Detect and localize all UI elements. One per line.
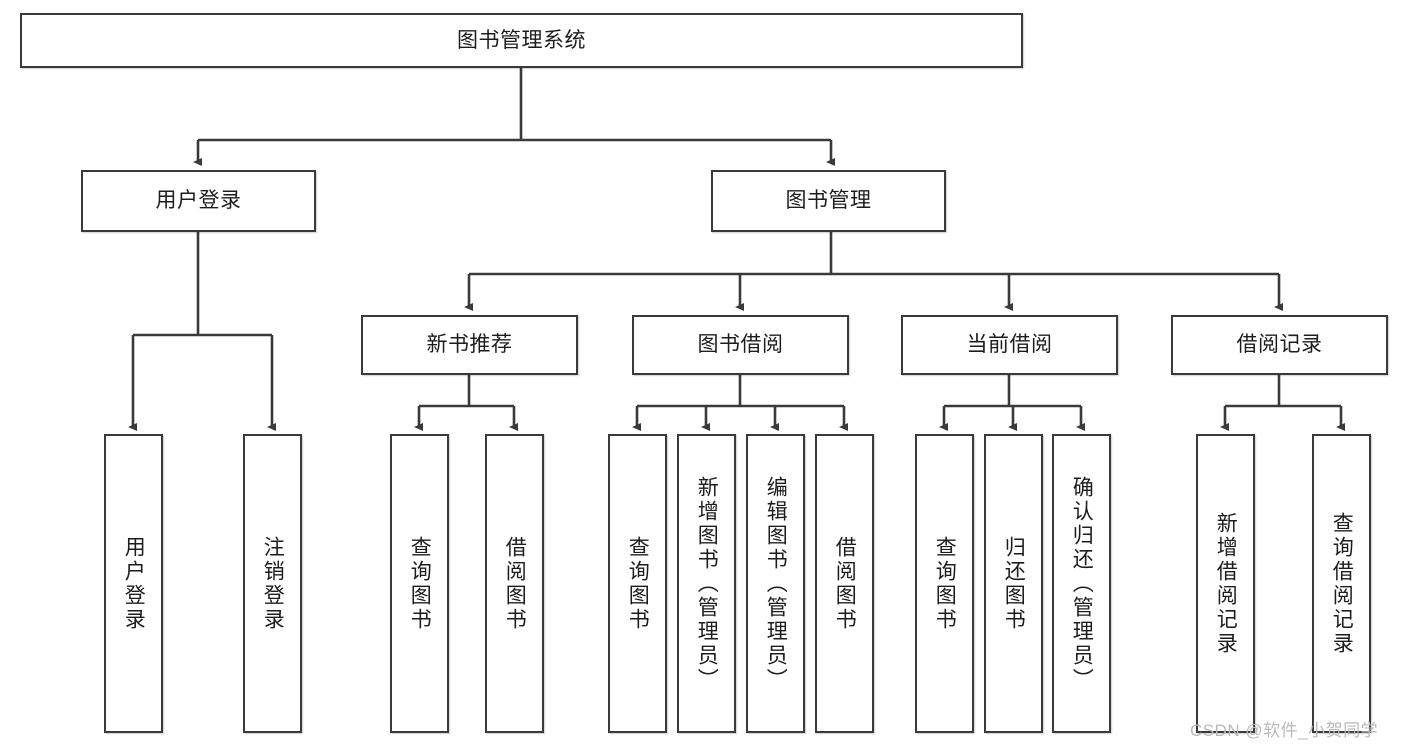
node-leaf-query-book-b[interactable]: 查询图书 (608, 434, 667, 733)
node-leaf-add-record-label: 新增借阅记录 (1214, 511, 1238, 656)
node-book-borrow-label: 图书借阅 (697, 333, 784, 357)
node-book-management[interactable]: 图书管理 (711, 170, 946, 232)
node-leaf-user-login[interactable]: 用户登录 (104, 434, 163, 733)
node-leaf-query-book-b-label: 查询图书 (626, 535, 650, 632)
node-leaf-confirm-return-label: 确认归还（管理员） (1070, 475, 1094, 692)
node-new-book-recommend[interactable]: 新书推荐 (361, 315, 578, 375)
node-leaf-add-book[interactable]: 新增图书（管理员） (677, 434, 736, 733)
node-root-label: 图书管理系统 (457, 28, 586, 52)
node-leaf-query-record-label: 查询借阅记录 (1330, 511, 1354, 656)
node-leaf-query-book-c-label: 查询图书 (933, 535, 957, 632)
node-leaf-borrow-book-a-label: 借阅图书 (503, 535, 527, 632)
node-leaf-user-login-label: 用户登录 (122, 535, 146, 632)
watermark-text: CSDN @软件_小贺同学 (1190, 721, 1379, 740)
node-leaf-query-book-a[interactable]: 查询图书 (390, 434, 449, 733)
node-leaf-borrow-book-a[interactable]: 借阅图书 (485, 434, 544, 733)
node-leaf-logout[interactable]: 注销登录 (243, 434, 302, 733)
node-leaf-borrow-book-b-label: 借阅图书 (833, 535, 857, 632)
node-root[interactable]: 图书管理系统 (20, 13, 1023, 68)
node-leaf-return-book-label: 归还图书 (1002, 535, 1026, 632)
node-user-login[interactable]: 用户登录 (81, 170, 316, 232)
node-leaf-logout-label: 注销登录 (261, 535, 285, 632)
node-leaf-query-book-a-label: 查询图书 (408, 535, 432, 632)
node-leaf-query-book-c[interactable]: 查询图书 (915, 434, 974, 733)
node-leaf-confirm-return[interactable]: 确认归还（管理员） (1052, 434, 1111, 733)
node-current-borrow[interactable]: 当前借阅 (901, 315, 1118, 375)
node-leaf-edit-book[interactable]: 编辑图书（管理员） (746, 434, 805, 733)
node-book-borrow[interactable]: 图书借阅 (632, 315, 849, 375)
node-leaf-edit-book-label: 编辑图书（管理员） (764, 475, 788, 692)
node-leaf-add-record[interactable]: 新增借阅记录 (1196, 434, 1255, 733)
node-user-login-label: 用户登录 (155, 189, 242, 213)
node-borrow-record-label: 借阅记录 (1236, 333, 1323, 357)
node-new-book-recommend-label: 新书推荐 (426, 333, 513, 357)
node-book-management-label: 图书管理 (785, 189, 872, 213)
node-leaf-query-record[interactable]: 查询借阅记录 (1312, 434, 1371, 733)
node-current-borrow-label: 当前借阅 (966, 333, 1053, 357)
node-leaf-borrow-book-b[interactable]: 借阅图书 (815, 434, 874, 733)
node-borrow-record[interactable]: 借阅记录 (1171, 315, 1388, 375)
node-leaf-add-book-label: 新增图书（管理员） (695, 475, 719, 692)
node-leaf-return-book[interactable]: 归还图书 (984, 434, 1043, 733)
